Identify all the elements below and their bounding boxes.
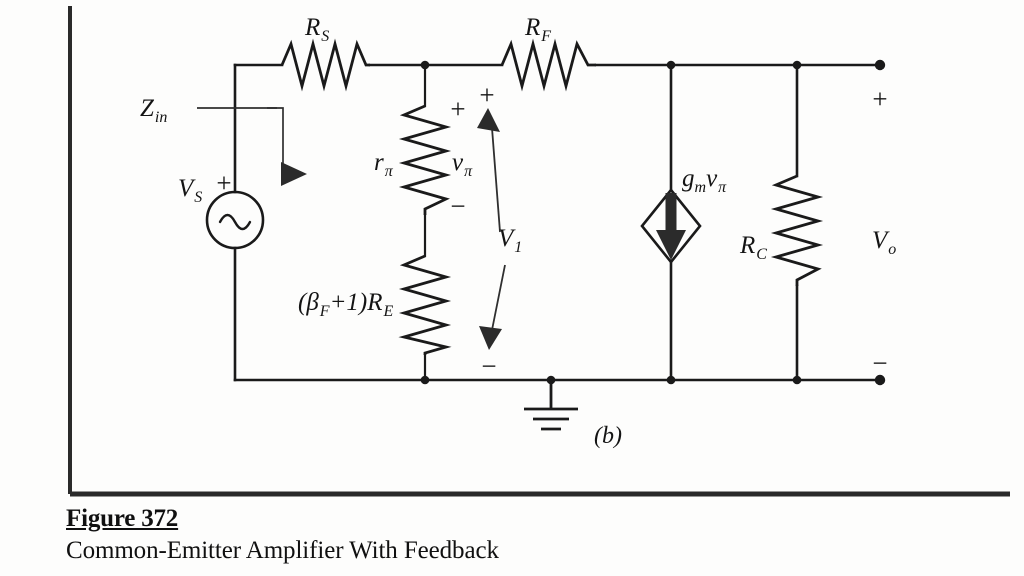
resistor-rpi	[398, 104, 452, 215]
node-base	[420, 60, 430, 70]
panel-label: (b)	[594, 423, 622, 449]
polarity-source-plus: +	[216, 168, 231, 198]
terminal-output-negative	[874, 374, 886, 386]
polarity-rpi-plus: +	[450, 94, 465, 124]
ground-symbol	[524, 380, 578, 431]
arrow-down-icon	[656, 193, 686, 260]
dependent-current-source	[640, 187, 702, 265]
label-re: (βF+1)RE	[298, 289, 394, 320]
resistor-rc	[770, 174, 824, 286]
label-rs: RS	[304, 14, 329, 45]
wires	[233, 63, 882, 382]
polarity-output-minus: −	[872, 348, 887, 378]
label-gmvpi: gmvπ	[682, 165, 727, 196]
figure-caption: Figure 372 Common-Emitter Amplifier With…	[66, 505, 766, 565]
label-zin: Zin	[140, 95, 167, 126]
current-arrow-right-icon	[281, 162, 307, 186]
resistor-rf	[500, 38, 596, 92]
node-collector-bottom	[666, 375, 676, 385]
polarity-rpi-minus: −	[450, 191, 465, 221]
polarity-v1-minus: −	[481, 351, 496, 381]
node-rc-top	[792, 60, 802, 70]
label-rc: RC	[739, 232, 767, 263]
figure-title: Figure 372	[66, 505, 179, 532]
zin-leader	[197, 107, 307, 186]
figure-subtitle: Common-Emitter Amplifier With Feedback	[66, 537, 499, 564]
node-collector-top	[666, 60, 676, 70]
resistor-rs	[280, 38, 370, 92]
polarity-v1-plus: +	[479, 80, 494, 110]
label-v1: V1	[498, 225, 522, 256]
label-vs: VS	[178, 175, 202, 206]
node-emitter-bottom	[420, 375, 430, 385]
label-rpi: rπ	[374, 149, 394, 180]
terminal-output-positive	[874, 59, 886, 71]
circuit-nodes	[420, 59, 886, 386]
node-rc-bottom	[792, 375, 802, 385]
polarity-output-plus: +	[872, 84, 887, 114]
label-rf: RF	[524, 14, 551, 45]
v1-measure-arrow	[477, 108, 506, 350]
resistor-re	[398, 254, 452, 355]
ac-voltage-source	[205, 190, 265, 250]
page-border-rule	[68, 6, 1010, 497]
label-vpi: vπ	[452, 149, 473, 180]
label-vo: Vo	[872, 227, 896, 258]
